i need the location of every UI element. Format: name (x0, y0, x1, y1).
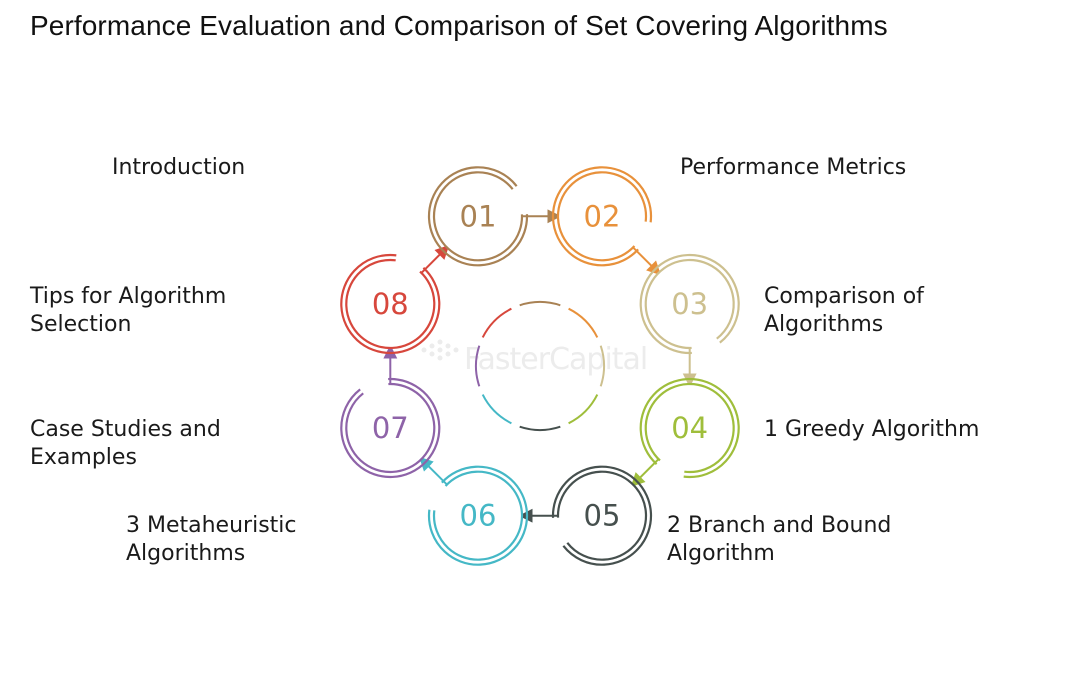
center-ring-arc-06 (481, 394, 512, 425)
watermark: FasterCapital (421, 339, 648, 377)
step-label-06: 3 Metaheuristic Algorithms (126, 512, 297, 568)
step-label-03-line2: Algorithms (764, 312, 884, 337)
center-ring (475, 301, 605, 431)
step-circle-06: 06 (427, 465, 529, 566)
step-circle-08: 08 (340, 253, 441, 355)
step-label-07-line2: Examples (30, 445, 137, 470)
step-label-02: Performance Metrics (680, 154, 906, 182)
step-number-03: 03 (671, 287, 708, 321)
step-number-08: 08 (372, 287, 409, 321)
step-label-03-line1: Comparison of (764, 284, 924, 309)
step-circle-07: 07 (340, 377, 441, 479)
step-label-07-line1: Case Studies and (30, 417, 221, 442)
page-title: Performance Evaluation and Comparison of… (30, 10, 888, 41)
step-number-05: 05 (584, 499, 621, 533)
step-label-08-line1: Tips for Algorithm (30, 284, 227, 309)
center-ring-arc-02 (568, 307, 599, 338)
step-label-06-line2: Algorithms (126, 541, 246, 566)
center-ring-arc-08 (481, 307, 512, 338)
step-label-05: 2 Branch and Bound Algorithm (667, 512, 891, 568)
center-ring-arc-05 (519, 425, 561, 431)
center-ring-arc-04 (568, 394, 599, 425)
step-circle-01: 01 (427, 166, 529, 267)
step-circle-03: 03 (639, 253, 740, 355)
step-number-07: 07 (372, 411, 409, 445)
step-number-06: 06 (460, 499, 497, 533)
step-label-05-line1: 2 Branch and Bound (667, 513, 892, 538)
step-circle-02: 02 (551, 166, 653, 267)
step-label-07: Case Studies and Examples (30, 416, 221, 472)
watermark-dots-icon (421, 339, 459, 361)
step-label-05-line2: Algorithm (667, 541, 775, 566)
step-label-04-line1: 1 Greedy Algorithm (764, 417, 980, 442)
step-label-03: Comparison of Algorithms (764, 283, 924, 339)
center-ring-arc-03 (599, 345, 605, 387)
step-label-01: Introduction (112, 154, 245, 182)
step-label-02-line1: Performance Metrics (680, 155, 907, 180)
step-circle-04: 04 (639, 377, 740, 479)
step-number-04: 04 (671, 411, 708, 445)
step-number-01: 01 (460, 199, 497, 233)
step-label-08-line2: Selection (30, 312, 132, 337)
step-label-08: Tips for Algorithm Selection (30, 283, 226, 339)
step-circle-05: 05 (551, 465, 653, 566)
step-label-06-line1: 3 Metaheuristic (126, 513, 297, 538)
watermark-text: FasterCapital (464, 342, 647, 377)
center-ring-arc-07 (475, 345, 481, 387)
step-number-02: 02 (584, 199, 621, 233)
center-ring-arc-01 (519, 301, 561, 307)
step-circles: 01 02 03 04 05 06 07 08 (340, 166, 740, 566)
step-label-04: 1 Greedy Algorithm (764, 416, 979, 444)
step-label-01-line1: Introduction (112, 155, 246, 180)
